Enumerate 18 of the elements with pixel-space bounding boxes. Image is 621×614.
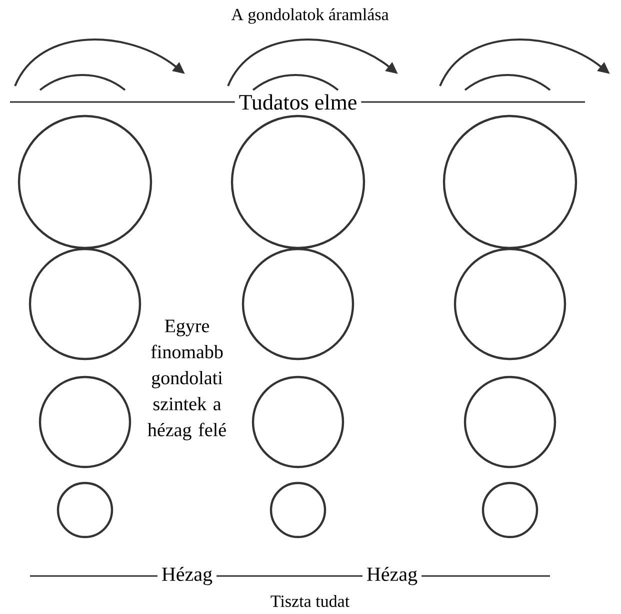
circle — [230, 114, 366, 250]
circle — [252, 376, 344, 468]
circle — [442, 114, 578, 250]
circle — [242, 248, 354, 360]
line-label: Hézag — [157, 566, 217, 586]
title: A gondolatok áramlása — [231, 8, 389, 24]
footer-text: Tiszta tudat — [270, 595, 350, 607]
circle — [454, 248, 566, 360]
circle — [28, 248, 142, 360]
circle — [482, 482, 538, 538]
circle — [56, 482, 114, 538]
line-label: Tudatos elme — [234, 93, 362, 111]
line-label: Hézag — [362, 566, 422, 586]
circle — [38, 376, 132, 468]
circle — [464, 376, 556, 468]
circle — [270, 482, 326, 538]
caption-text: Egyre finomabb gondolati szintek a hézag felé — [148, 320, 226, 440]
circle — [18, 114, 152, 250]
